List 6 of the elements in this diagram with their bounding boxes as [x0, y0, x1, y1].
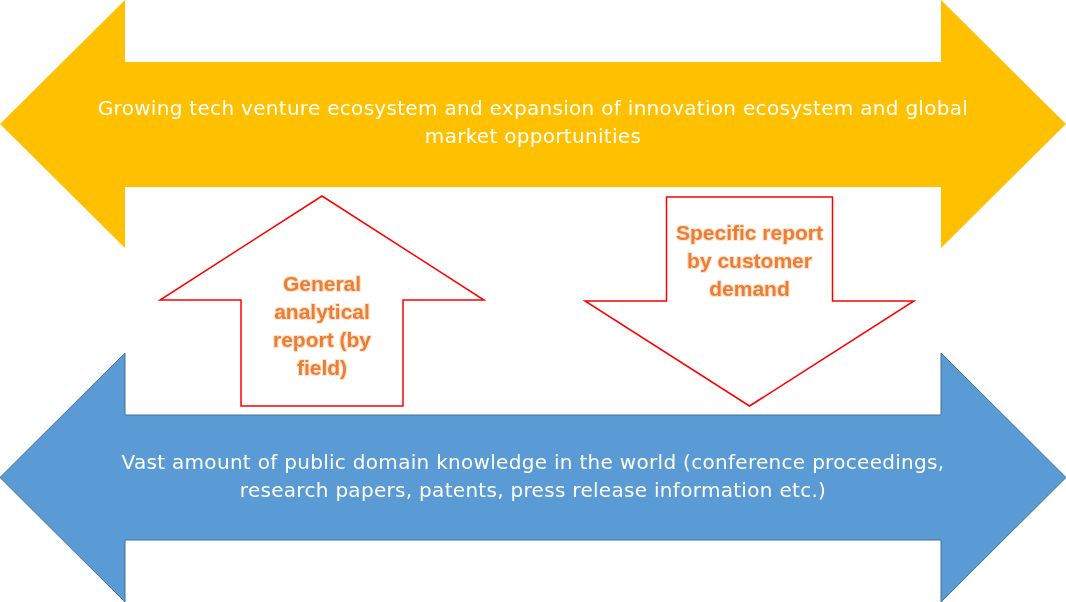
edge-label: Specific report by customer demand [675, 220, 824, 302]
edge-label: General analytical report (by field) [272, 271, 372, 381]
banner-text: Growing tech venture ecosystem and expansion of innovation ecosystem and global market opportunities [96, 95, 970, 150]
banner-text: Vast amount of public domain knowledge in the world (conference proceedings, research papers, patents, press release information etc.) [120, 449, 946, 504]
block-arrow [157, 195, 487, 407]
block-arrow [582, 196, 917, 407]
